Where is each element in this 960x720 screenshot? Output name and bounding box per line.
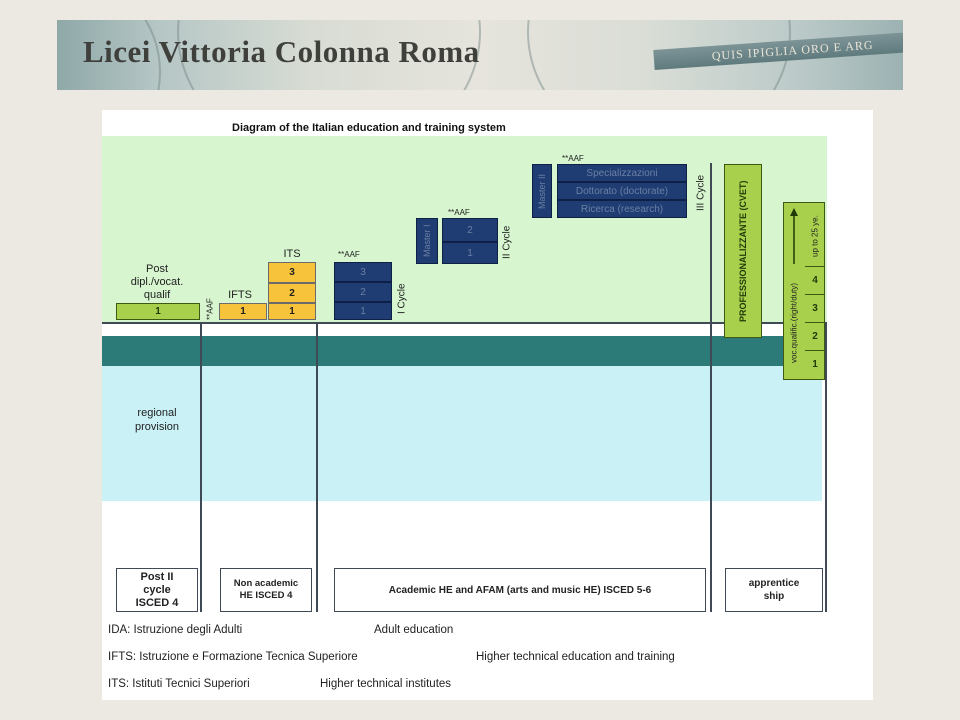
legend-english-ida: Adult education	[374, 624, 454, 636]
aaf-label-small: **AAF	[205, 298, 215, 320]
first-cycle-label: I Cycle	[396, 283, 408, 315]
its-label: ITS	[283, 248, 301, 260]
grid-line	[316, 322, 318, 612]
regional-provision-label: regional provision	[134, 407, 180, 433]
up-to-25-label: up to 25 ye.	[810, 215, 820, 257]
academic-he-box: Academic HE and AFAM (arts and music HE)…	[334, 568, 706, 612]
voc-qualific-label: voc.qualific.(right/duty)	[789, 282, 799, 364]
professionalizzante-block: PROFESSIONALIZZANTE (CVET)	[724, 164, 762, 338]
right-duty-level-1: 1	[805, 350, 825, 378]
legend-english-its: Higher technical institutes	[320, 678, 452, 690]
education-system-diagram: Diagram of the Italian education and tra…	[102, 110, 873, 700]
research-row: Ricerca (research)	[557, 200, 687, 218]
master-i-block: Master I	[416, 218, 438, 264]
banner-title: Licei Vittoria Colonna Roma	[83, 34, 480, 69]
grid-line	[200, 322, 202, 612]
right-duty-level-4: 4	[805, 266, 825, 294]
first-cycle-aaf: **AAF	[338, 250, 360, 259]
grid-line	[825, 322, 827, 612]
header-banner: Licei Vittoria Colonna Roma QUIS IPIGLIA…	[57, 20, 903, 90]
legend-english-ifts: Higher technical education and training	[476, 651, 675, 663]
specializzazioni-row: Specializzazioni	[557, 164, 687, 182]
right-duty-level-2: 2	[805, 322, 825, 350]
white-strip	[102, 322, 822, 336]
second-cycle-aaf: **AAF	[448, 208, 470, 217]
post-ii-cycle-box: Post II cycle ISCED 4	[116, 568, 198, 612]
horizontal-band	[102, 336, 822, 366]
post-diploma-level-1: 1	[116, 303, 200, 320]
grid-line	[102, 322, 822, 324]
second-cycle-level-1: 1	[442, 242, 498, 264]
third-cycle-label: III Cycle	[695, 174, 707, 212]
right-duty-level-3: 3	[805, 294, 825, 322]
first-cycle-level-3: 3	[334, 262, 392, 282]
grid-line	[710, 163, 712, 612]
its-level-3: 3	[268, 262, 316, 283]
first-cycle-level-2: 2	[334, 282, 392, 302]
apprenticeship-box: apprentice ship	[725, 568, 823, 612]
post-diploma-label: Post dipl./vocat. qualif	[130, 262, 184, 301]
legend-abbr-its: ITS: Istituti Tecnici Superiori	[108, 678, 250, 690]
its-level-2: 2	[268, 283, 316, 303]
second-cycle-level-2: 2	[442, 218, 498, 242]
first-cycle-level-1: 1	[334, 302, 392, 320]
its-level-1: 1	[268, 303, 316, 320]
doctorate-row: Dottorato (doctorate)	[557, 182, 687, 200]
non-academic-he-box: Non academic HE ISCED 4	[220, 568, 312, 612]
up-arrow-icon	[787, 206, 801, 266]
legend-abbr-ida: IDA: Istruzione degli Adulti	[108, 624, 243, 636]
legend-abbr-ifts: IFTS: Istruzione e Formazione Tecnica Su…	[108, 651, 358, 663]
ifts-label: IFTS	[228, 289, 252, 301]
regional-provision-area	[102, 366, 822, 501]
diagram-title: Diagram of the Italian education and tra…	[232, 122, 506, 134]
ifts-level-1: 1	[219, 303, 267, 320]
master-ii-block: Master II	[532, 164, 552, 218]
third-cycle-aaf: **AAF	[562, 154, 584, 163]
second-cycle-label: II Cycle	[501, 225, 513, 259]
